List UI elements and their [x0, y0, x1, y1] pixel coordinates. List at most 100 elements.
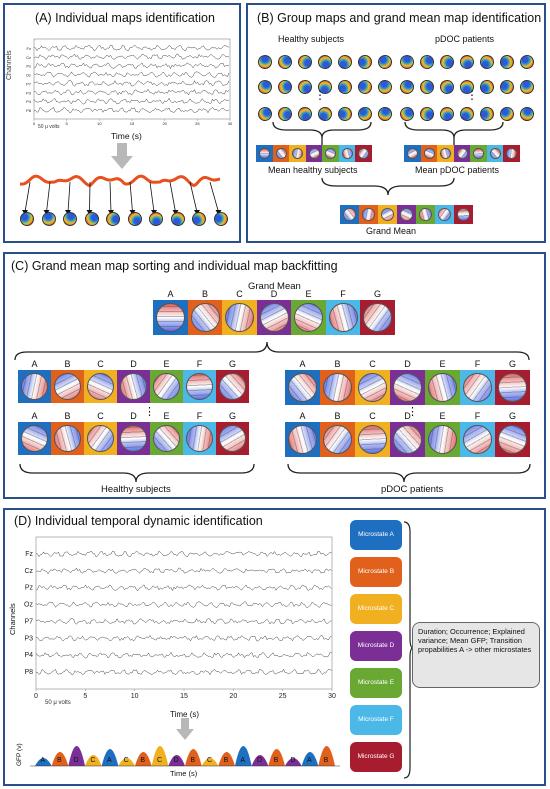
grand-mean-map-tile-c — [325, 300, 361, 335]
eeg-trace — [33, 53, 230, 61]
eeg-trace — [35, 601, 332, 608]
channel-label: P8 — [24, 669, 33, 676]
tick-label: 25 — [279, 693, 287, 700]
gfp-segment — [101, 749, 119, 766]
mean-pdoc-map-tile — [437, 145, 454, 162]
microstate-letter: B — [334, 359, 341, 369]
gfp-segment — [201, 758, 219, 766]
topomap-disc — [498, 425, 527, 454]
topomap-disc — [323, 373, 352, 402]
gfp-segment — [251, 755, 269, 766]
healthy-map-tile — [216, 422, 249, 455]
gfp-letter-label: D — [73, 757, 79, 764]
topomap-disc — [440, 148, 451, 159]
summary-metrics-box: Duration; Occurrence; Explained variance… — [412, 622, 540, 688]
grand-mean-map-tile-c — [187, 300, 223, 335]
gfp-letter-label: A — [307, 757, 312, 764]
microstate-legend-item: Microstate D — [350, 631, 402, 661]
pdoc-map-tile — [390, 370, 425, 405]
microstate-letter: A — [299, 411, 306, 421]
healthy-map-tile — [183, 422, 216, 455]
healthy-map-tile — [183, 370, 216, 403]
microstate-letter: C — [369, 359, 376, 369]
down-arrow-icon — [111, 143, 133, 169]
topomap-disc — [219, 373, 246, 400]
panel-b-braces — [272, 121, 504, 196]
panel-d-xlabel: Time (s) — [170, 710, 200, 719]
panel-b — [246, 3, 546, 243]
grand-mean-map-tile-b — [340, 205, 359, 224]
microstate-letter: F — [340, 289, 346, 299]
channel-label: P8 — [26, 108, 32, 113]
channel-label: Fz — [25, 551, 33, 558]
microstate-letter: A — [167, 289, 174, 299]
channel-label: P4 — [26, 99, 32, 104]
topomap-disc — [21, 425, 48, 452]
grand-mean-map-tile-b — [397, 205, 416, 224]
tick-label: 10 — [97, 121, 102, 126]
tick-label: 0 — [34, 693, 38, 700]
topomap-disc — [292, 148, 303, 159]
eeg-frame — [33, 38, 231, 120]
grand-mean-label-b: Grand Mean — [366, 226, 417, 236]
topomap-disc — [275, 148, 287, 159]
eeg-trace — [33, 44, 230, 52]
gfp-letter-label: B — [190, 757, 195, 764]
microstate-letter: G — [373, 289, 381, 299]
tick-label: 0 — [33, 121, 36, 126]
grand-mean-map-tile-c — [222, 300, 257, 335]
microstate-letter: G — [508, 359, 516, 369]
gfp-segment — [168, 755, 185, 766]
topomap-disc — [498, 373, 527, 402]
panel-a-xlabel: Time (s) — [111, 131, 142, 141]
topomap-disc — [54, 425, 81, 452]
gfp-segment — [35, 758, 52, 766]
grand-mean-map-tile-b — [378, 205, 397, 224]
ellipsis-healthy: ⋮ — [314, 88, 326, 102]
gfp-segment — [218, 752, 235, 766]
microstate-letter: A — [299, 359, 306, 369]
pdoc-map-tile — [495, 370, 530, 405]
mean-healthy-map-tile — [256, 145, 273, 162]
topomap-disc — [473, 148, 484, 159]
channel-label: Pz — [25, 585, 34, 592]
topomap-disc — [489, 148, 501, 159]
pdoc-map-tile — [320, 422, 355, 457]
topomap-disc — [54, 373, 81, 400]
gfp-letter-label: C — [157, 757, 163, 764]
gfp-letter-label: C — [123, 757, 129, 764]
grand-mean-map-tile-b — [416, 205, 435, 224]
pointer-arrow — [67, 181, 71, 213]
panel-a-title: (A) Individual maps identification — [35, 11, 215, 25]
microstate-legend-item: Microstate E — [350, 668, 402, 698]
gfp-segment — [51, 752, 69, 766]
grand-mean-map-tile-b — [435, 205, 454, 224]
topomap-disc — [428, 373, 457, 402]
microstate-letter: A — [31, 359, 38, 369]
topomap-disc — [407, 148, 418, 159]
pointer-arrow — [46, 181, 51, 213]
topomap-disc — [325, 148, 336, 159]
microstate-letter: F — [196, 411, 203, 421]
topomap-disc — [362, 208, 375, 221]
healthy-map-tile — [150, 422, 183, 455]
pdoc-patients-label: pDOC patients — [435, 34, 495, 44]
topomap-disc — [328, 303, 358, 332]
topomap-disc — [393, 373, 422, 402]
pointer-arrow — [89, 181, 91, 213]
pointer-arrow — [189, 181, 198, 213]
pdoc-map-tile — [495, 422, 530, 457]
microstate-letter: E — [439, 411, 446, 421]
topomap-disc — [259, 303, 289, 332]
tick-label: 30 — [328, 693, 336, 700]
eeg-frame — [35, 536, 333, 690]
pdoc-map-tile — [285, 422, 320, 457]
gfp-wave-line — [19, 174, 221, 188]
microstate-letter: C — [97, 359, 104, 369]
channel-label: Cz — [24, 568, 33, 575]
gfp-segment — [268, 749, 285, 766]
microstate-letter: B — [201, 289, 208, 299]
gfp-letter-label: D — [173, 757, 179, 764]
microstate-letter: D — [404, 411, 411, 421]
